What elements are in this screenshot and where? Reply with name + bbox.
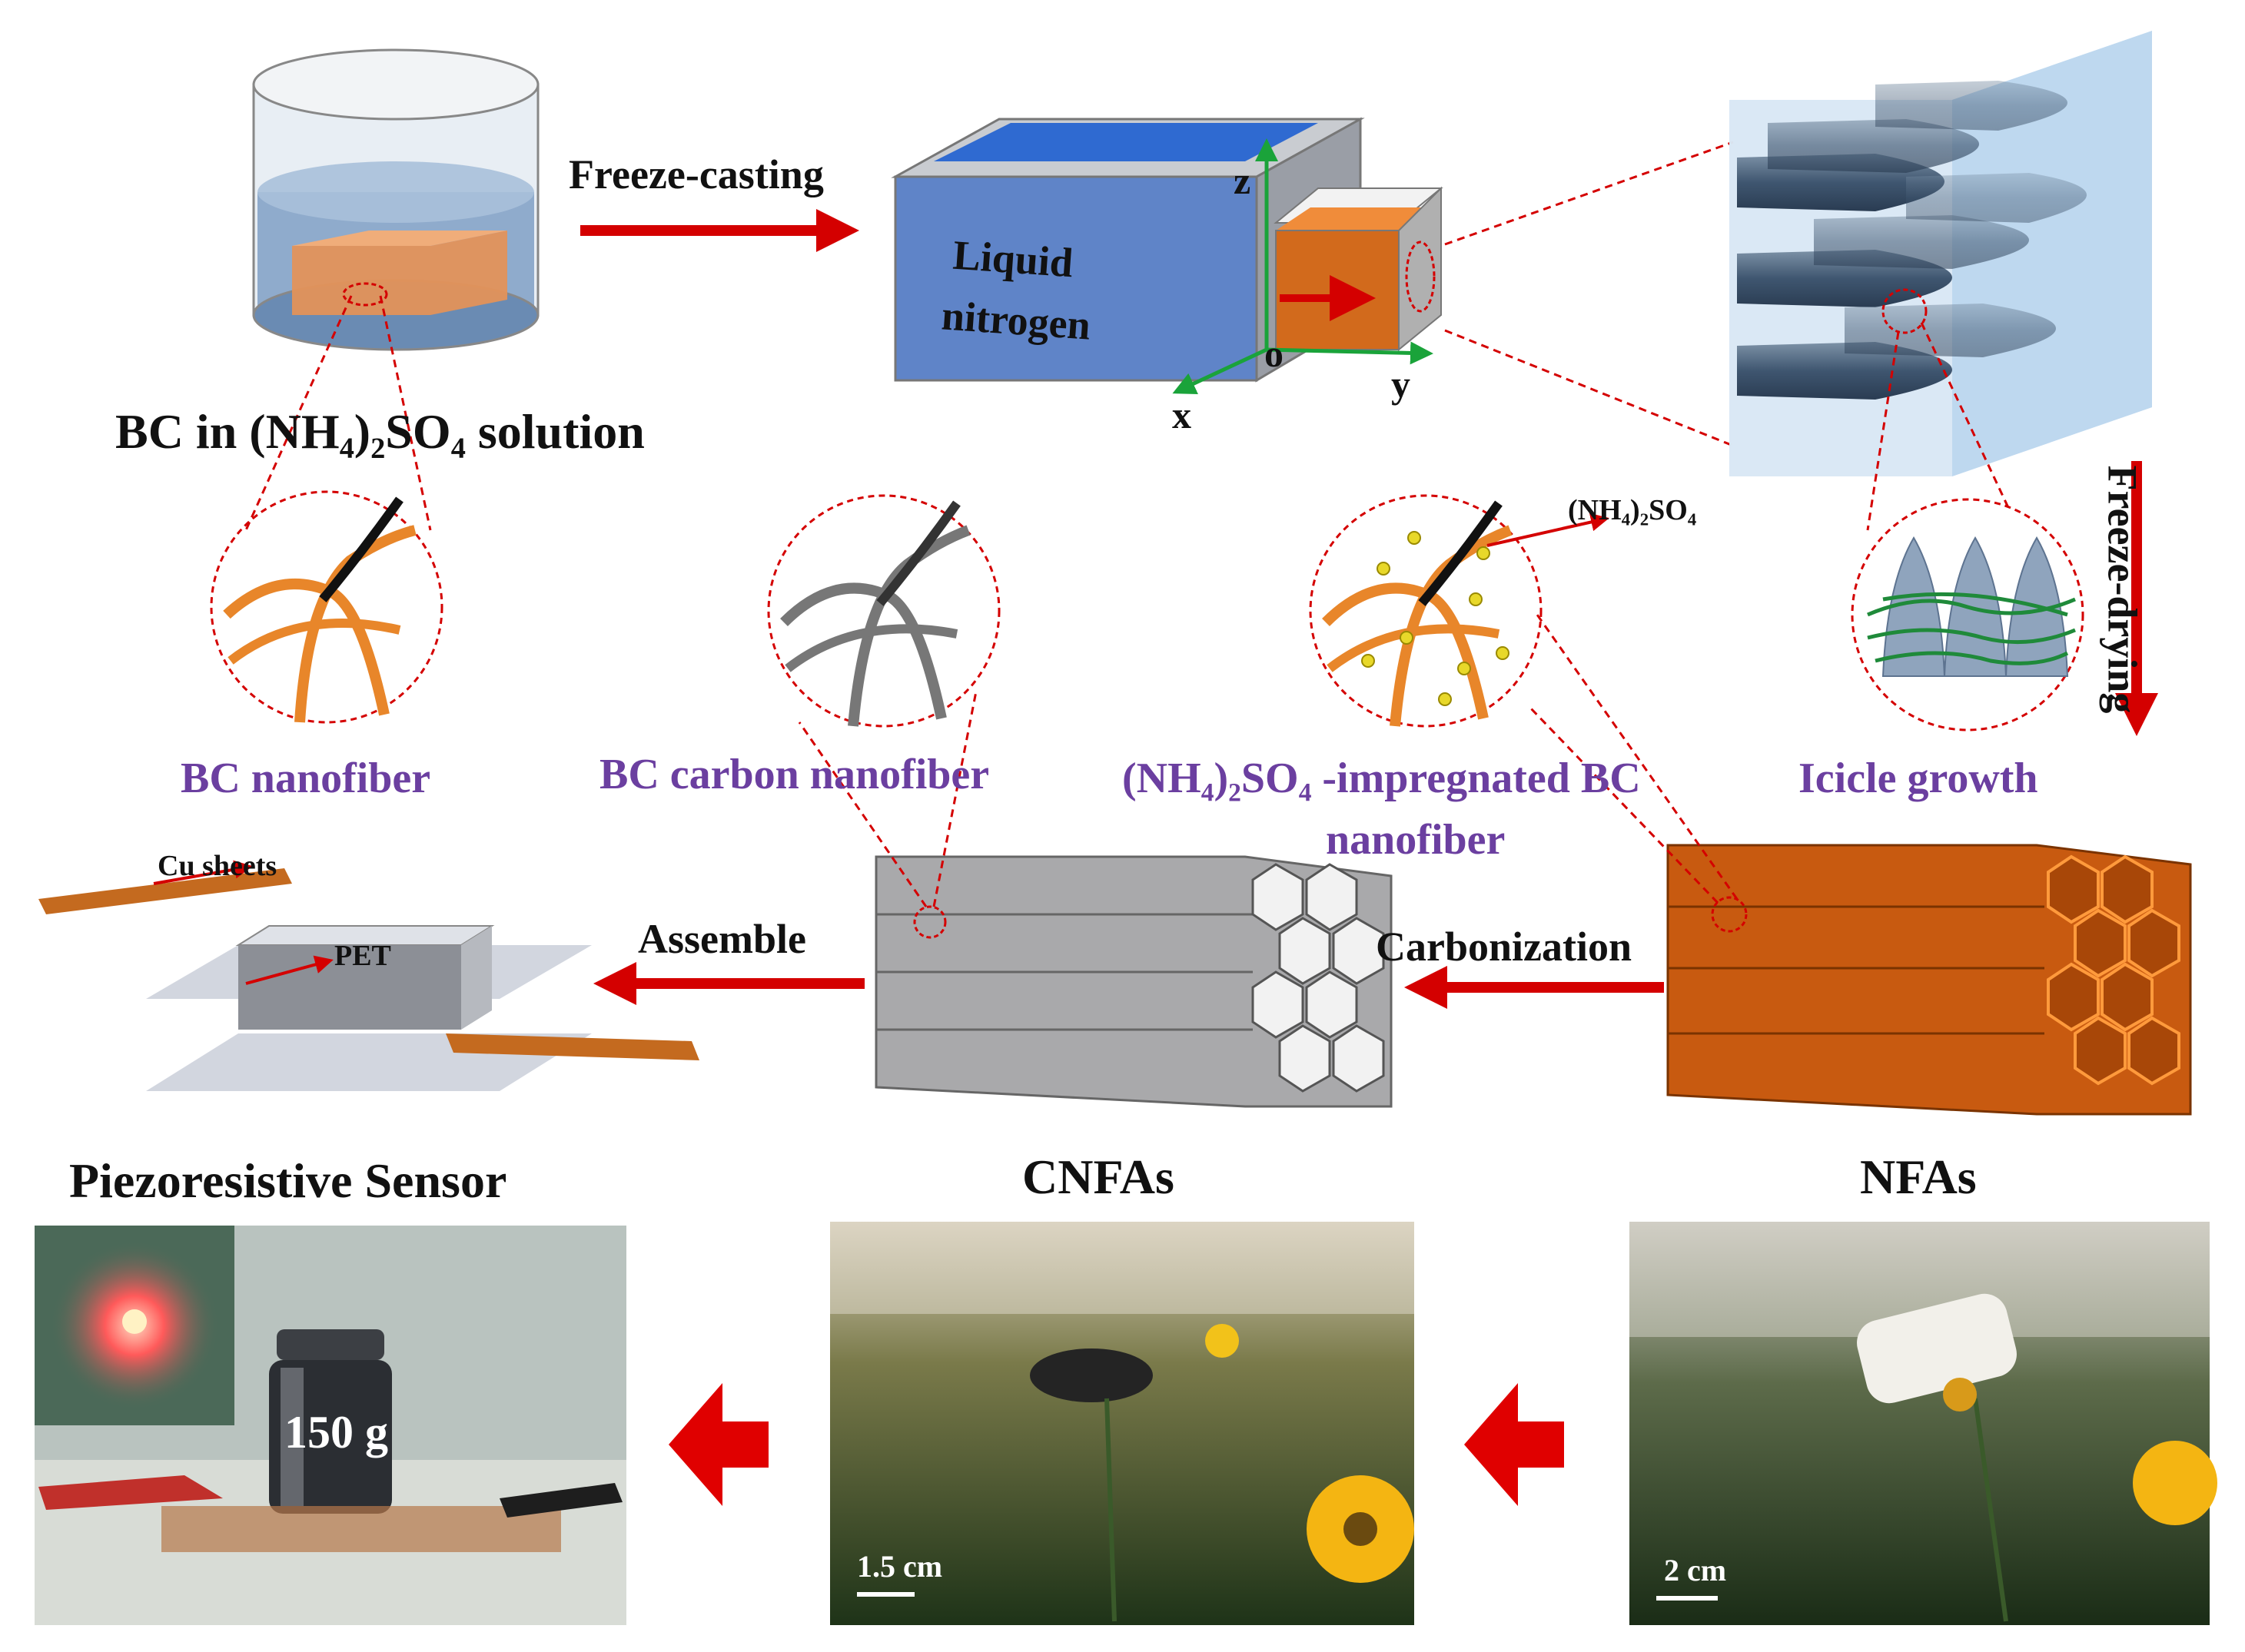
impregnated-nanofiber-circle xyxy=(1309,494,1609,728)
freezing-sample-box xyxy=(1274,186,1443,352)
orange-honeycomb xyxy=(1666,844,2192,1116)
arrow-to-sensor xyxy=(669,1383,769,1506)
sensor-photo xyxy=(35,1226,626,1625)
axis-z-label: z xyxy=(1234,159,1251,202)
liquid-nitrogen-line1: Liquid xyxy=(951,231,1075,287)
axis-y-label: y xyxy=(1391,363,1410,406)
impregnated-label-line1: (NH₄)₂SO₄ -impregnated BC xyxy=(1122,755,1641,802)
sensor-device xyxy=(38,860,699,1091)
bc-nanofiber-circle xyxy=(210,490,443,724)
icicle-growth-circle xyxy=(1851,498,2084,731)
axis-o-label: o xyxy=(1264,332,1284,375)
freeze-casting-label: Freeze-casting xyxy=(569,151,824,197)
axis-x-label: x xyxy=(1172,393,1191,436)
bc-nanofiber-label: BC nanofiber xyxy=(181,755,431,802)
beaker xyxy=(252,48,540,351)
impregnated-label-line2: nanofiber xyxy=(1326,816,1506,864)
cnfas-photo xyxy=(830,1222,1414,1625)
carbonization-label: Carbonization xyxy=(1376,924,1632,970)
carbon-honeycomb xyxy=(875,855,1393,1108)
icicle-block xyxy=(1729,31,2152,476)
assemble-label: Assemble xyxy=(638,916,806,962)
ammonium-sulfate-pointer-label: (NH₄)₂SO₄ xyxy=(1568,494,1697,526)
freeze-drying-label: Freeze-drying xyxy=(2099,465,2146,714)
bc-carbon-nanofiber-label: BC carbon nanofiber xyxy=(599,751,990,798)
cnfas-scale-bar-label: 1.5 cm xyxy=(857,1549,943,1584)
liquid-nitrogen-line2: nitrogen xyxy=(940,292,1092,349)
beaker-caption: BC in (NH₄)₂SO₄ solution xyxy=(115,404,645,459)
coordinate-axes xyxy=(1172,138,1433,395)
nfas-scale-bar-label: 2 cm xyxy=(1664,1553,1727,1587)
cu-sheets-label: Cu sheets xyxy=(158,850,277,882)
bc-carbon-nanofiber-circle xyxy=(767,494,1001,728)
arrow-to-cnfas xyxy=(1464,1383,1564,1506)
cnfas-title: CNFAs xyxy=(1022,1149,1174,1204)
piezoresistive-sensor-title: Piezoresistive Sensor xyxy=(69,1153,507,1208)
nfas-photo xyxy=(1629,1222,2217,1625)
nfas-title: NFAs xyxy=(1860,1149,1977,1204)
weight-label: 150 g xyxy=(284,1407,388,1458)
pet-label: PET xyxy=(334,940,391,972)
icicle-growth-label: Icicle growth xyxy=(1798,755,2038,802)
